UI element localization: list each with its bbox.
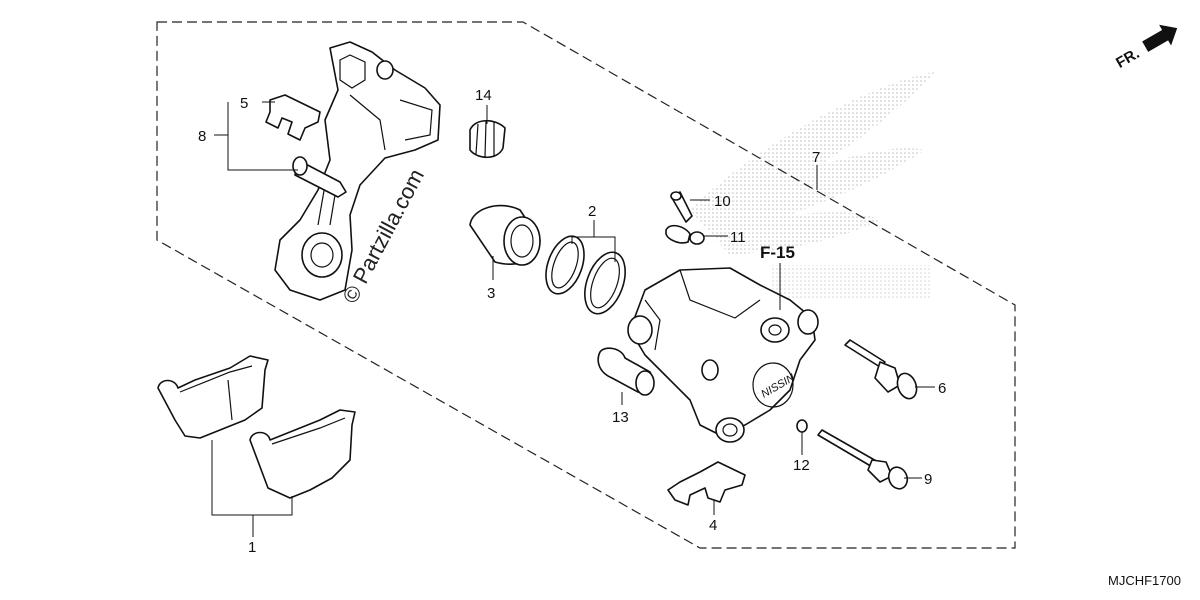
label-part-7: 7	[812, 149, 820, 166]
svg-text:FR.: FR.	[1113, 45, 1142, 72]
flange-bolt[interactable]	[597, 347, 655, 396]
bleeder-cap[interactable]	[665, 224, 705, 245]
label-part-9: 9	[924, 471, 932, 488]
label-part-14: 14	[475, 87, 492, 104]
rubber-boot[interactable]	[469, 119, 506, 159]
brake-pad-set[interactable]	[157, 355, 356, 499]
label-part-1: 1	[248, 539, 256, 556]
reference-callout: F-15	[760, 243, 795, 262]
piston-seal-set[interactable]	[539, 231, 633, 319]
label-part-6: 6	[938, 380, 946, 397]
label-part-2: 2	[588, 203, 596, 220]
caliper-piston[interactable]	[469, 204, 541, 266]
bleeder-valve[interactable]	[670, 191, 693, 223]
washer[interactable]	[796, 419, 808, 433]
bracket-pin[interactable]	[292, 156, 347, 198]
diagram-code: MJCHF1700	[1108, 573, 1181, 588]
label-part-8: 8	[198, 128, 206, 145]
pad-spring-lower[interactable]	[667, 461, 746, 506]
label-part-13: 13	[612, 409, 629, 426]
caliper-bracket[interactable]	[274, 41, 441, 301]
pad-spring-clip-top[interactable]	[265, 94, 321, 141]
label-part-12: 12	[793, 457, 810, 474]
honda-wing-logo	[690, 72, 935, 300]
front-direction-indicator: FR.	[1113, 24, 1178, 72]
label-part-5: 5	[240, 95, 248, 112]
assembly-boundary	[156, 21, 1016, 549]
slide-pin-upper[interactable]	[844, 339, 920, 401]
label-part-4: 4	[709, 517, 717, 534]
caliper-body[interactable]: NISSIN	[627, 267, 819, 443]
label-part-3: 3	[487, 285, 495, 302]
label-part-10: 10	[714, 193, 731, 210]
slide-pin-lower[interactable]	[817, 429, 910, 491]
label-part-11: 11	[730, 229, 746, 246]
arrow-right-icon	[1142, 24, 1178, 52]
leader-lines	[211, 101, 935, 537]
